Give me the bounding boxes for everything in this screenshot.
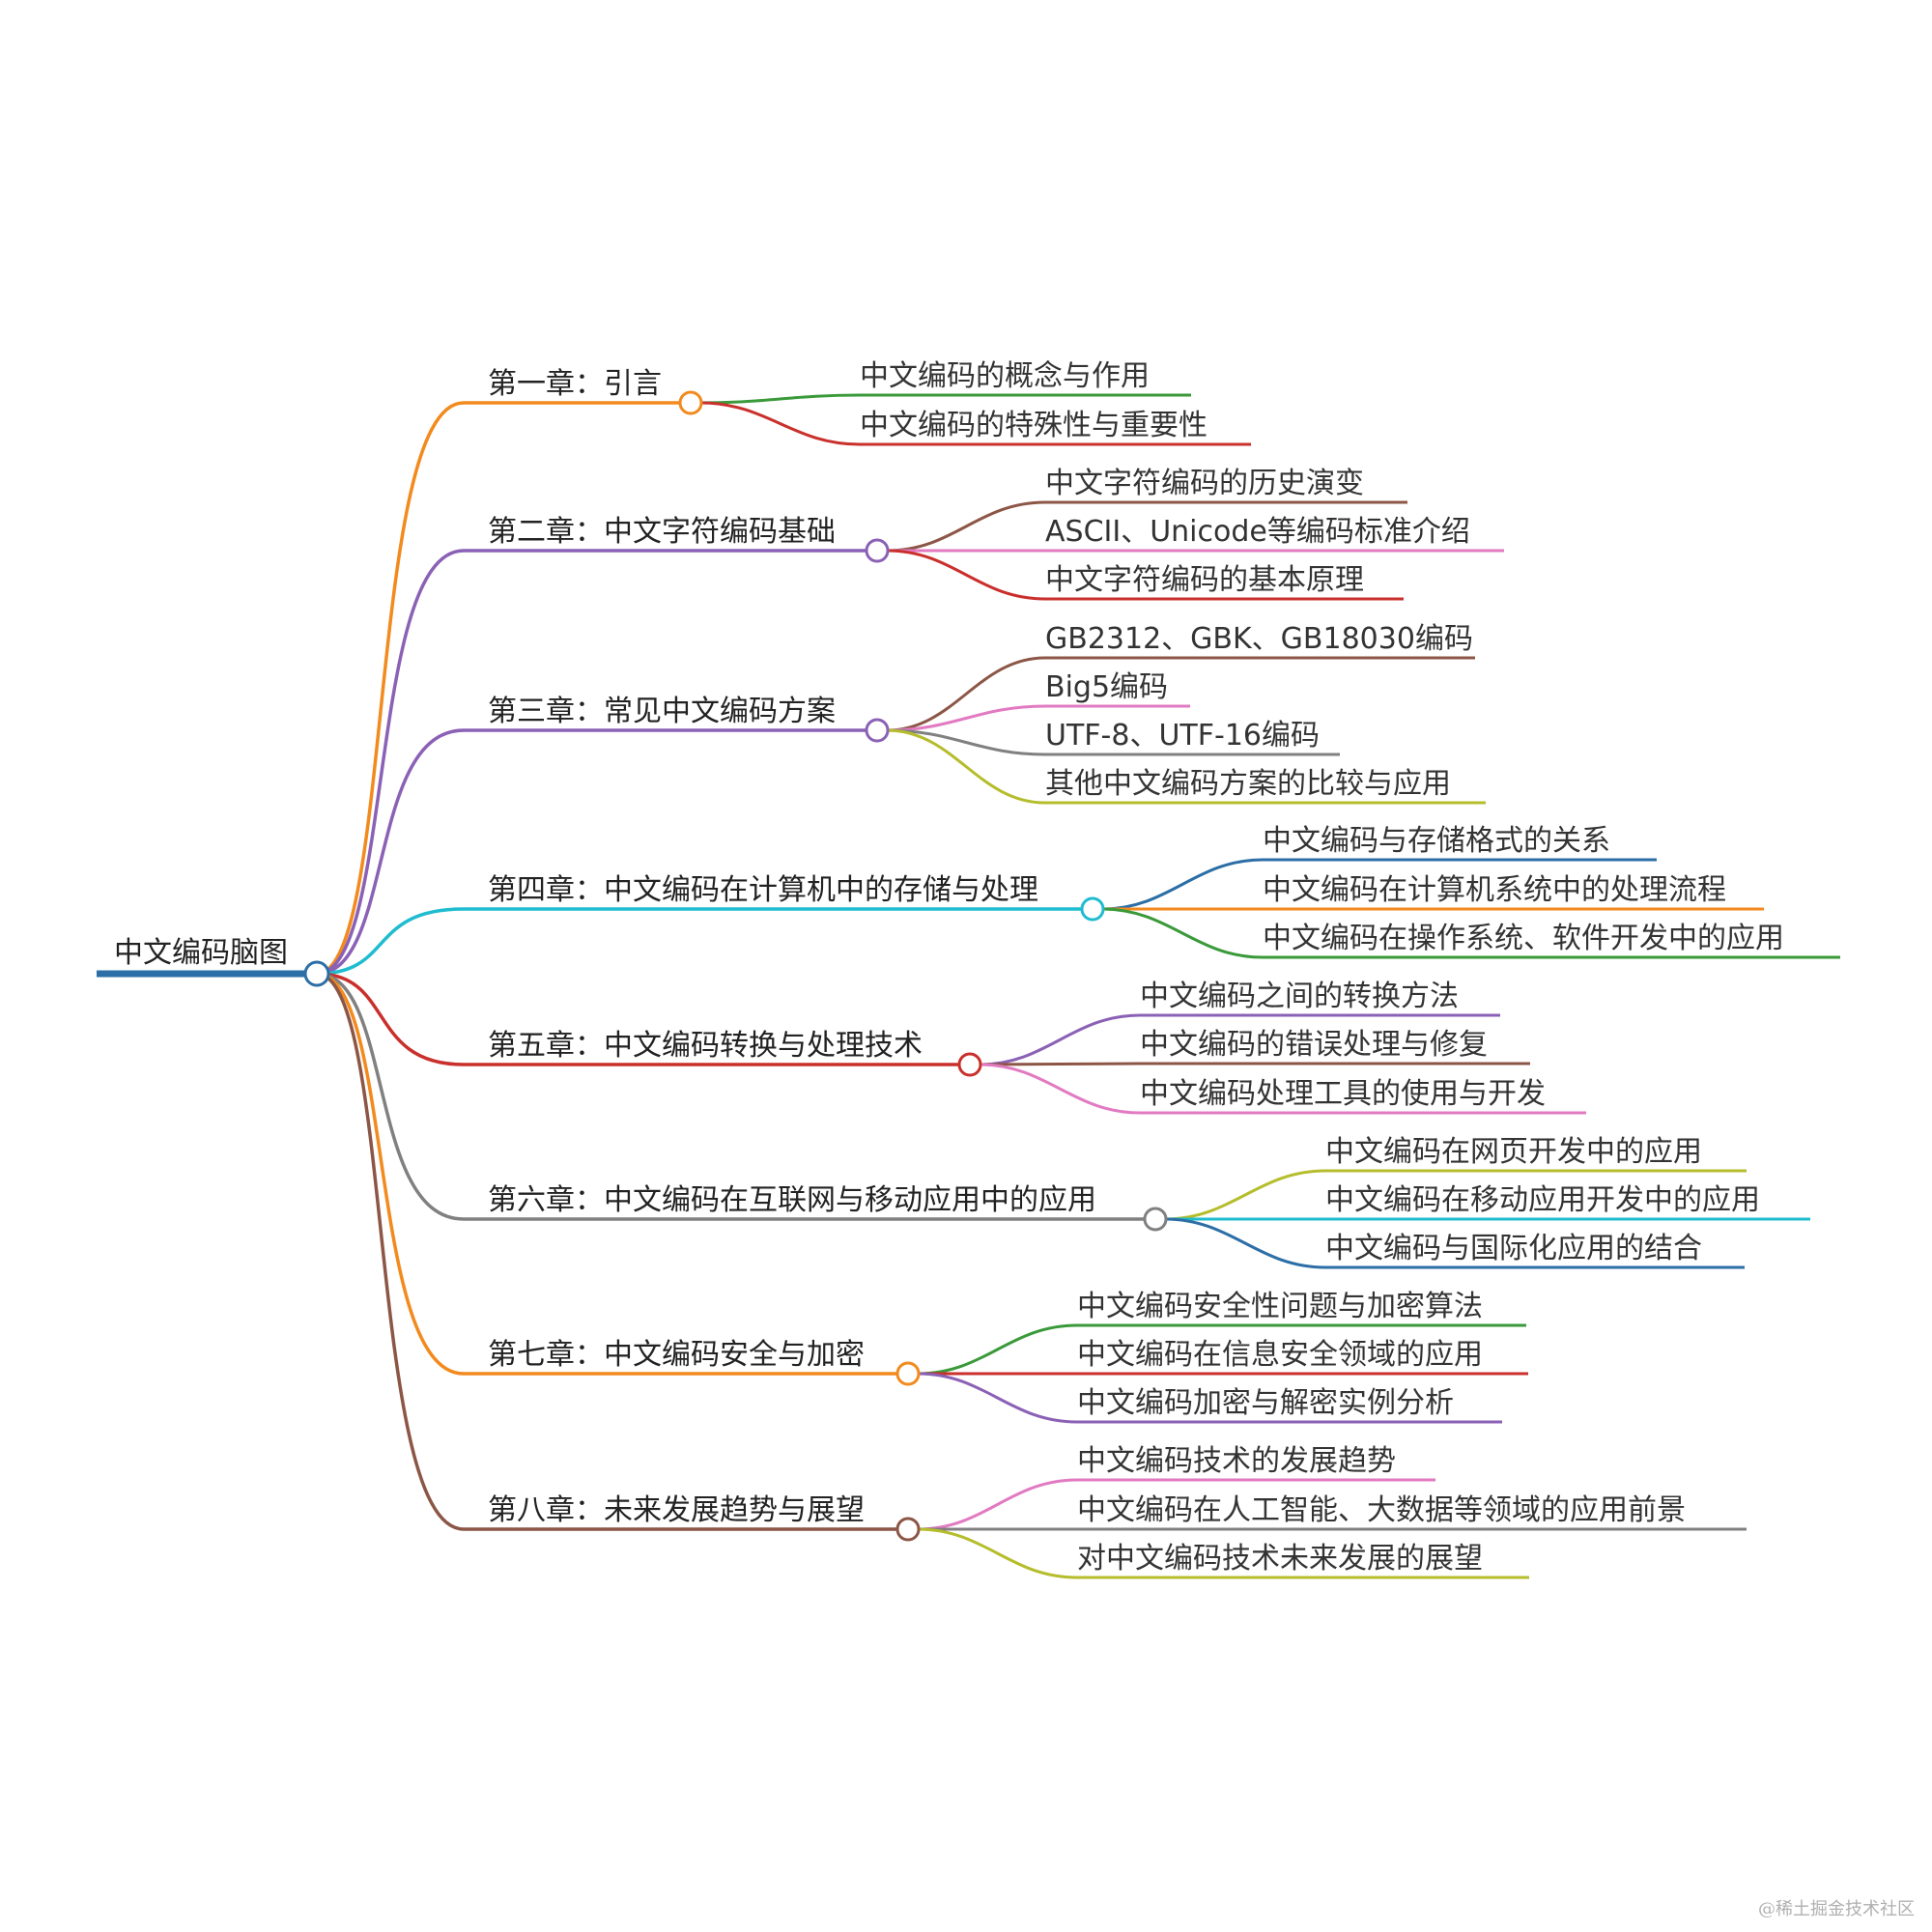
subtopic-branch-line <box>699 401 1251 446</box>
chapter-branch-line <box>316 401 691 976</box>
chapter-label: 第七章：中文编码安全与加密 <box>488 1338 865 1372</box>
subtopic-label: 中文编码的概念与作用 <box>860 359 1150 393</box>
subtopic-branch-line <box>886 728 1340 756</box>
subtopic-branch-line <box>917 1372 1502 1424</box>
chapter-node-circle[interactable] <box>865 538 890 563</box>
chapter-branch-line <box>316 972 908 1376</box>
chapter-label: 第一章：引言 <box>488 367 662 401</box>
chapter-branch-line <box>316 972 908 1531</box>
subtopic-label: ASCII、Unicode等编码标准介绍 <box>1045 515 1470 549</box>
chapter-branch-line <box>316 907 1093 976</box>
subtopic-label: 中文编码在网页开发中的应用 <box>1325 1135 1702 1169</box>
subtopic-branch-line <box>1164 1217 1745 1269</box>
chapter-node-circle[interactable] <box>678 390 703 415</box>
chapter-branch-line <box>316 972 1155 1221</box>
subtopic-label: 其他中文编码方案的比较与应用 <box>1045 767 1451 801</box>
subtopic-branch-line <box>1101 858 1657 911</box>
subtopic-branch-line <box>1164 1169 1747 1221</box>
subtopic-branch-line <box>1101 907 1840 959</box>
subtopic-branch-line <box>886 656 1475 732</box>
subtopic-branch-line <box>917 1323 1526 1376</box>
subtopic-branch-line <box>886 549 1404 601</box>
subtopic-label: 中文编码在人工智能、大数据等领域的应用前景 <box>1077 1493 1686 1527</box>
subtopic-label: 中文编码与存储格式的关系 <box>1263 824 1610 858</box>
subtopic-branch-line <box>917 1478 1435 1531</box>
chapter-label: 第五章：中文编码转换与处理技术 <box>488 1029 923 1063</box>
subtopic-branch-line <box>979 1063 1586 1115</box>
subtopic-label: UTF-8、UTF-16编码 <box>1045 719 1320 753</box>
subtopic-label: 中文编码加密与解密实例分析 <box>1077 1386 1454 1420</box>
chapter-node-circle[interactable] <box>1080 896 1105 922</box>
nodes: 中文编码脑图 第一章：引言 中文编码的概念与作用中文编码的特殊性与重要性第二章：中文… <box>114 359 1784 1576</box>
root-node-circle[interactable] <box>303 960 330 987</box>
chapter-label: 第八章：未来发展趋势与展望 <box>488 1493 865 1527</box>
chapter-label: 第二章：中文字符编码基础 <box>488 515 836 549</box>
subtopic-label: 中文编码在操作系统、软件开发中的应用 <box>1263 922 1784 955</box>
subtopic-branch-line <box>886 500 1407 553</box>
chapter-label: 第四章：中文编码在计算机中的存储与处理 <box>488 873 1038 907</box>
subtopic-label: Big5编码 <box>1045 670 1168 704</box>
chapter-label: 第三章：常见中文编码方案 <box>488 695 836 728</box>
branch-lines <box>97 393 1840 1579</box>
subtopic-label: 中文编码的特殊性与重要性 <box>860 409 1208 442</box>
subtopic-label: 中文编码安全性问题与加密算法 <box>1077 1290 1483 1323</box>
root-label: 中文编码脑图 <box>114 936 288 970</box>
subtopic-label: 中文字符编码的基本原理 <box>1045 563 1364 597</box>
chapter-node-circle[interactable] <box>895 1361 921 1386</box>
subtopic-branch-line <box>979 1013 1500 1066</box>
chapter-branch-line <box>316 728 877 976</box>
subtopic-label: 中文编码之间的转换方法 <box>1140 980 1459 1013</box>
watermark: @稀土掘金技术社区 <box>1758 1899 1915 1919</box>
subtopic-label: 中文编码在移动应用开发中的应用 <box>1325 1183 1760 1217</box>
subtopic-branch-line <box>886 704 1190 732</box>
chapter-node-circle[interactable] <box>1143 1207 1168 1232</box>
subtopic-branch-line <box>886 728 1486 805</box>
subtopic-branch-line <box>917 1527 1529 1579</box>
subtopic-label: 中文编码在计算机系统中的处理流程 <box>1263 873 1726 907</box>
chapter-branch-line <box>316 549 877 976</box>
chapter-branch-line <box>316 972 970 1066</box>
subtopic-label: 中文字符编码的历史演变 <box>1045 467 1364 500</box>
subtopic-label: 中文编码技术的发展趋势 <box>1077 1444 1396 1478</box>
subtopic-label: 中文编码的错误处理与修复 <box>1140 1028 1488 1062</box>
subtopic-label: GB2312、GBK、GB18030编码 <box>1045 622 1473 656</box>
subtopic-label: 中文编码在信息安全领域的应用 <box>1077 1338 1483 1372</box>
subtopic-branch-line <box>699 393 1191 405</box>
chapter-node-circle[interactable] <box>957 1052 982 1077</box>
chapter-node-circle[interactable] <box>895 1517 921 1542</box>
chapter-node-circle[interactable] <box>865 718 890 743</box>
subtopic-label: 对中文编码技术未来发展的展望 <box>1077 1542 1483 1576</box>
chapter-label: 第六章：中文编码在互联网与移动应用中的应用 <box>488 1183 1096 1217</box>
subtopic-label: 中文编码与国际化应用的结合 <box>1325 1232 1702 1265</box>
subtopic-branch-line <box>979 1062 1530 1066</box>
subtopic-label: 中文编码处理工具的使用与开发 <box>1140 1077 1546 1111</box>
